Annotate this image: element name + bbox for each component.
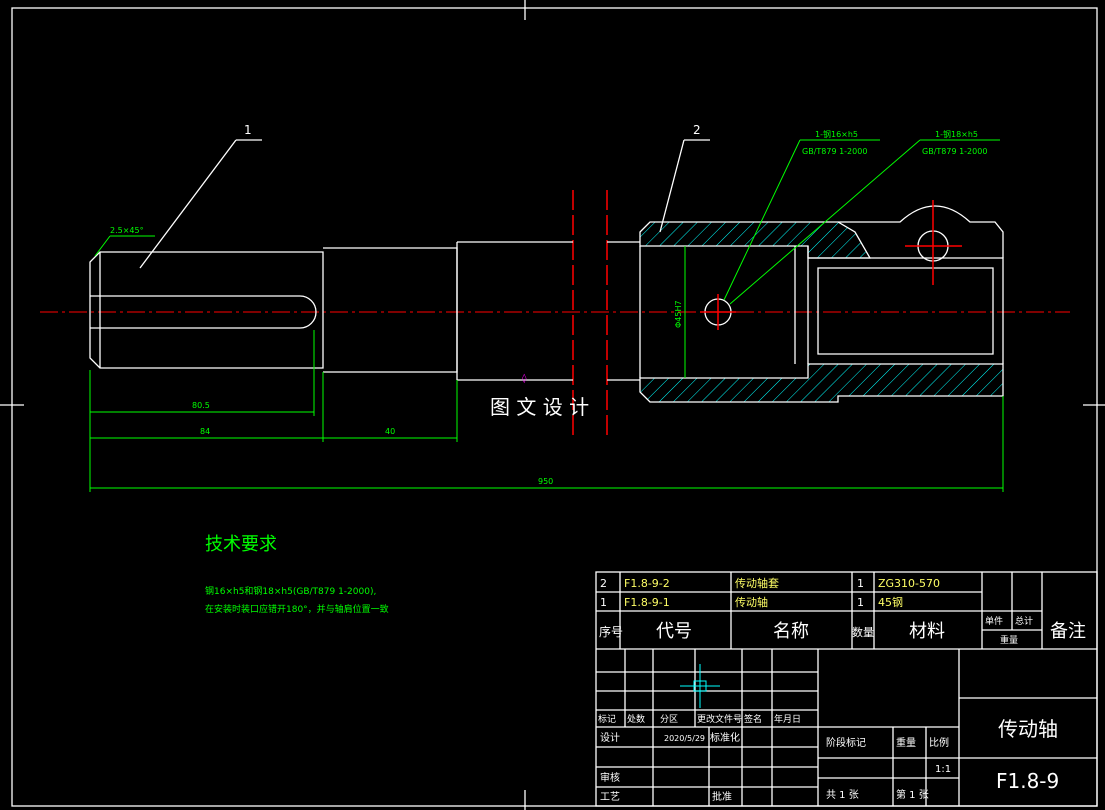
design-label: 设计 [600,731,620,744]
process-label: 工艺 [600,791,620,803]
bom-row-2-name: 传动轴套 [735,576,779,590]
pin1-spec: 1-钢16×h5 [815,129,858,139]
bom-header-name: 名称 [773,621,809,642]
part-name-title: 传动轴 [998,717,1058,741]
tech-req-title: 技术要求 [205,534,277,555]
bom-row-2-qty: 1 [857,577,864,590]
bom-header-weight: 重量 [1000,634,1018,646]
bom-row-2-code: F1.8-9-2 [624,577,670,590]
standard-label: 标准化 [710,731,740,744]
tech-req-line1: 钢16×h5和钢18×h5(GB/T879 1-2000), [205,585,376,597]
stage-label: 阶段标记 [826,736,866,749]
sheet-number: 第 1 张 [896,788,929,801]
drawing-number: F1.8-9 [996,769,1059,793]
bom-row-1-name: 传动轴 [735,595,768,609]
bom-header-no: 序号 [599,624,623,639]
dim-shaft: 84 [200,427,210,436]
tech-req-line2: 在安装时装口应错开180°，并与轴肩位置一致 [205,603,389,615]
rev-zone: 分区 [660,714,678,725]
rev-mark: 标记 [598,713,616,725]
scale-value: 1:1 [935,764,951,775]
bom-header-qty: 数量 [852,626,874,639]
chamfer-note: 2.5×45° [110,226,144,235]
part-label-2: 2 [693,123,701,137]
bom-header-material: 材料 [909,621,945,642]
pin1-standard: GB/T879 1-2000 [802,147,867,156]
dim-step: 40 [385,427,395,436]
bore-diameter: Φ45H7 [674,300,683,328]
review-label: 审核 [600,771,620,784]
bom-row-1-material: 45钢 [878,596,903,609]
part-label-1: 1 [244,123,252,137]
bom-header-total: 总计 [1015,615,1033,627]
pin2-standard: GB/T879 1-2000 [922,147,987,156]
weight-label: 重量 [896,736,916,749]
rev-sign: 签名 [744,713,762,725]
title-block-grid [595,571,1098,807]
bom-header-code: 代号 [656,621,692,642]
watermark-text: 图 文 设 计 [490,395,589,419]
rev-doc: 更改文件号 [697,713,742,725]
bom-row-1-code: F1.8-9-1 [624,596,670,609]
dim-total: 950 [538,477,553,486]
sheets-total: 共 1 张 [826,789,859,801]
rev-date: 年月日 [774,713,801,725]
magenta-marker: ◊ [522,373,527,384]
bom-header-remark: 备注 [1050,621,1086,642]
scale-label: 比例 [929,736,949,749]
bom-row-2-no: 2 [600,577,607,590]
leader-lines [94,139,1000,378]
approve-label: 批准 [712,790,732,803]
bom-row-1-no: 1 [600,596,607,609]
bom-header-single: 单件 [985,615,1003,627]
design-date: 2020/5/29 [664,734,705,743]
rev-count: 处数 [627,713,645,725]
bom-row-2-material: ZG310-570 [878,577,940,590]
dim-keyway: 80.5 [192,401,210,410]
pin2-spec: 1-钢18×h5 [935,129,978,139]
sleeve-outline [639,200,1004,403]
bom-row-1-qty: 1 [857,596,864,609]
shaft-outline [89,241,640,381]
dimension-lines [89,330,1004,492]
